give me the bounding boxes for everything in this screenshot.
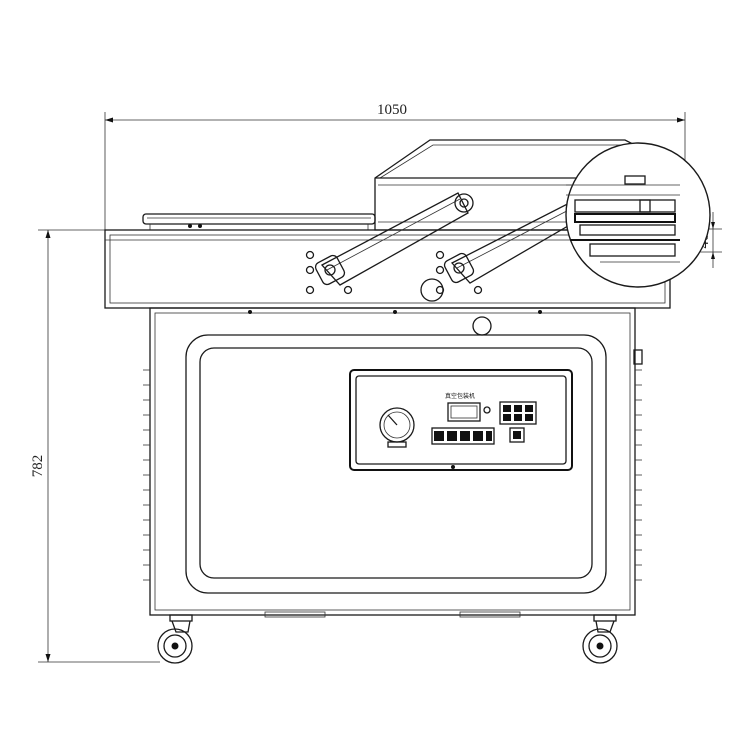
front-door-outer — [185, 334, 607, 594]
display-screen — [447, 402, 481, 422]
front-door-inner — [199, 347, 593, 579]
switch-row — [431, 427, 495, 445]
left-caster-wheel — [157, 614, 193, 664]
vacuum-gauge-icon — [379, 407, 415, 448]
height-dimension: 782 — [30, 229, 160, 663]
height-dimension-label: 782 — [30, 455, 46, 478]
right-vent — [633, 349, 643, 581]
detail-magnifier — [565, 142, 711, 288]
left-vent — [143, 369, 150, 581]
control-panel: 真空包装机 — [349, 369, 573, 471]
width-dimension-label: 1050 — [377, 102, 407, 118]
left-sealing-plate — [142, 213, 376, 230]
function-buttons — [499, 401, 537, 443]
lower-cabinet — [143, 307, 643, 618]
control-panel-title: 真空包装机 — [445, 392, 475, 400]
right-caster-wheel — [582, 614, 618, 664]
left-lifting-arm — [314, 192, 474, 286]
width-dimension: 1050 — [104, 102, 686, 232]
